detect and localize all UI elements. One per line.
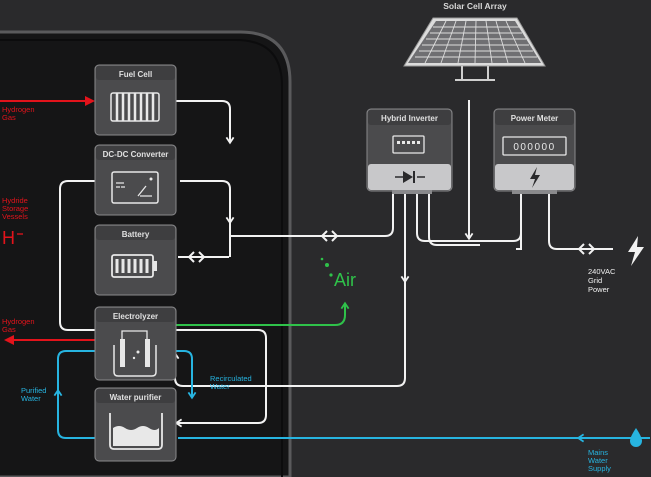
water-lines — [53, 350, 650, 443]
grid-lightning-icon — [628, 236, 644, 266]
purified-water-label: Purified Water — [21, 386, 46, 403]
dcdc-converter-box — [94, 144, 177, 216]
svg-text:Mains: Mains — [588, 448, 608, 457]
svg-text:Hydrogen: Hydrogen — [2, 105, 35, 114]
mains-water-label: Mains Water Supply — [588, 448, 611, 473]
svg-text:Gas: Gas — [2, 325, 16, 334]
grid-power-label: 240VAC Grid Power — [588, 267, 616, 294]
hydrogen-in-label: Hydrogen Gas — [2, 105, 35, 122]
air-line — [162, 301, 350, 326]
electrolyzer-label: Electrolyzer — [113, 312, 158, 321]
hydrogen-out-label: Hydrogen Gas — [2, 317, 35, 334]
water-tank-icon — [109, 413, 163, 450]
svg-text:Hydride: Hydride — [2, 196, 28, 205]
svg-text:Grid: Grid — [588, 276, 602, 285]
svg-text:Hydrogen: Hydrogen — [2, 317, 35, 326]
hydrogen-lines — [0, 96, 95, 345]
air-bubbles — [320, 257, 333, 277]
fuel-cell-label: Fuel Cell — [119, 70, 152, 79]
battery-icon — [111, 254, 157, 278]
svg-text:Purified: Purified — [21, 386, 46, 395]
purifier-label: Water purifier — [110, 393, 162, 402]
diode-icon — [395, 171, 425, 183]
battery-label: Battery — [122, 230, 150, 239]
svg-text:Recirculated: Recirculated — [210, 374, 252, 383]
solar-panel-icon — [403, 17, 546, 81]
power-meter-box — [493, 108, 576, 194]
svg-text:240VAC: 240VAC — [588, 267, 616, 276]
hybrid-inverter-box — [366, 108, 453, 194]
water-drop-icon — [630, 428, 642, 447]
dcdc-label: DC-DC Converter — [103, 150, 169, 159]
battery-box — [94, 224, 177, 296]
svg-text:Storage: Storage — [2, 204, 28, 213]
converter-icon — [111, 171, 159, 204]
electrolyzer-icon — [113, 330, 157, 377]
svg-text:Water: Water — [588, 456, 608, 465]
recirculated-water-label: Recirculated Water — [210, 374, 252, 391]
svg-text:Water: Water — [21, 394, 41, 403]
fuel-cell-stack-icon — [110, 92, 160, 122]
power-wiring — [59, 100, 613, 428]
inverter-label: Hybrid Inverter — [381, 114, 438, 123]
hydride-symbol: H — [2, 228, 15, 248]
svg-text:Water: Water — [210, 382, 230, 391]
electrolyzer-box — [94, 306, 177, 381]
svg-text:Supply: Supply — [588, 464, 611, 473]
svg-text:Gas: Gas — [2, 113, 16, 122]
svg-text:Vessels: Vessels — [2, 212, 28, 221]
water-purifier-box — [94, 387, 177, 462]
meter-digits: 000000 — [513, 142, 555, 153]
fuel-cell-box — [94, 64, 177, 136]
meter-label: Power Meter — [511, 114, 559, 123]
bidirectional-arrows — [178, 230, 596, 263]
svg-text:Power: Power — [588, 285, 610, 294]
lightning-icon — [530, 167, 540, 188]
air-label: Air — [334, 270, 356, 290]
solar-label: Solar Cell Array — [443, 1, 507, 11]
hydride-storage-label: Hydride Storage Vessels — [2, 196, 28, 221]
